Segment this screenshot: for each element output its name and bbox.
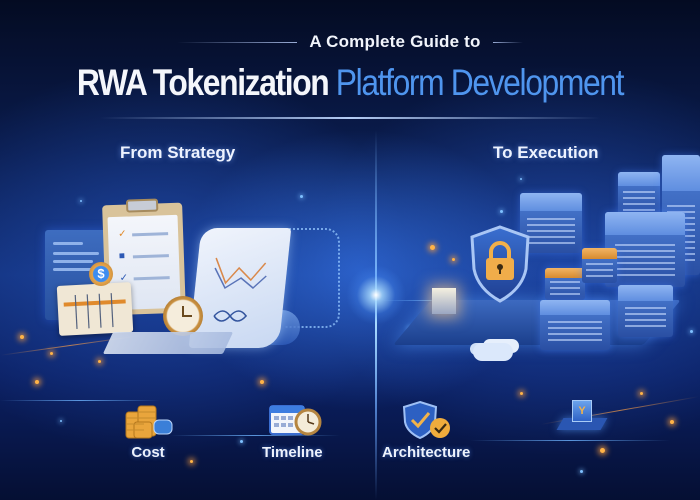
- token-cube-node: Y: [556, 398, 608, 434]
- dotted-connector: [285, 228, 340, 328]
- calendar-clock-icon: [262, 400, 322, 436]
- server-block-icon: [605, 212, 685, 287]
- token-cube-icon: [582, 248, 617, 283]
- chart-scroll-icon: [188, 228, 292, 348]
- section-label-strategy: From Strategy: [120, 143, 236, 162]
- padlock-shield-icon: [470, 225, 530, 303]
- glowing-node: [432, 288, 456, 314]
- server-block-icon: [540, 300, 610, 350]
- server-block-icon: [618, 285, 673, 337]
- server-block-icon: [520, 193, 582, 253]
- feature-timeline: Timeline: [262, 400, 323, 461]
- calendar-icon: [56, 282, 134, 336]
- page-title: RWA Tokenization Platform Development: [49, 62, 651, 104]
- feature-architecture: Architecture: [382, 400, 470, 461]
- server-block-icon: [618, 172, 660, 217]
- feature-label: Architecture: [382, 444, 471, 461]
- feature-label: Timeline: [262, 444, 323, 461]
- shield-check-icon: [396, 400, 456, 440]
- token-cube-icon: [545, 268, 585, 300]
- title-primary: RWA Tokenization: [76, 62, 330, 103]
- title-underline: [100, 117, 600, 119]
- feature-label: Cost: [131, 444, 165, 461]
- divider-line: [177, 41, 298, 43]
- clock-icon: [163, 296, 203, 336]
- section-label-execution: To Execution: [493, 143, 599, 162]
- dollar-coin-icon: $: [89, 262, 113, 286]
- title-accent: Platform Development: [335, 62, 625, 103]
- subtitle-row: A Complete Guide to: [0, 27, 700, 57]
- divider-line: [492, 41, 523, 43]
- subtitle: A Complete Guide to: [309, 32, 481, 51]
- feature-cost: Cost: [118, 400, 178, 461]
- light-flare: [346, 265, 406, 325]
- coin-stack-icon: [118, 400, 178, 439]
- cloud-icon: [473, 343, 513, 361]
- tablet-icon: [102, 332, 234, 354]
